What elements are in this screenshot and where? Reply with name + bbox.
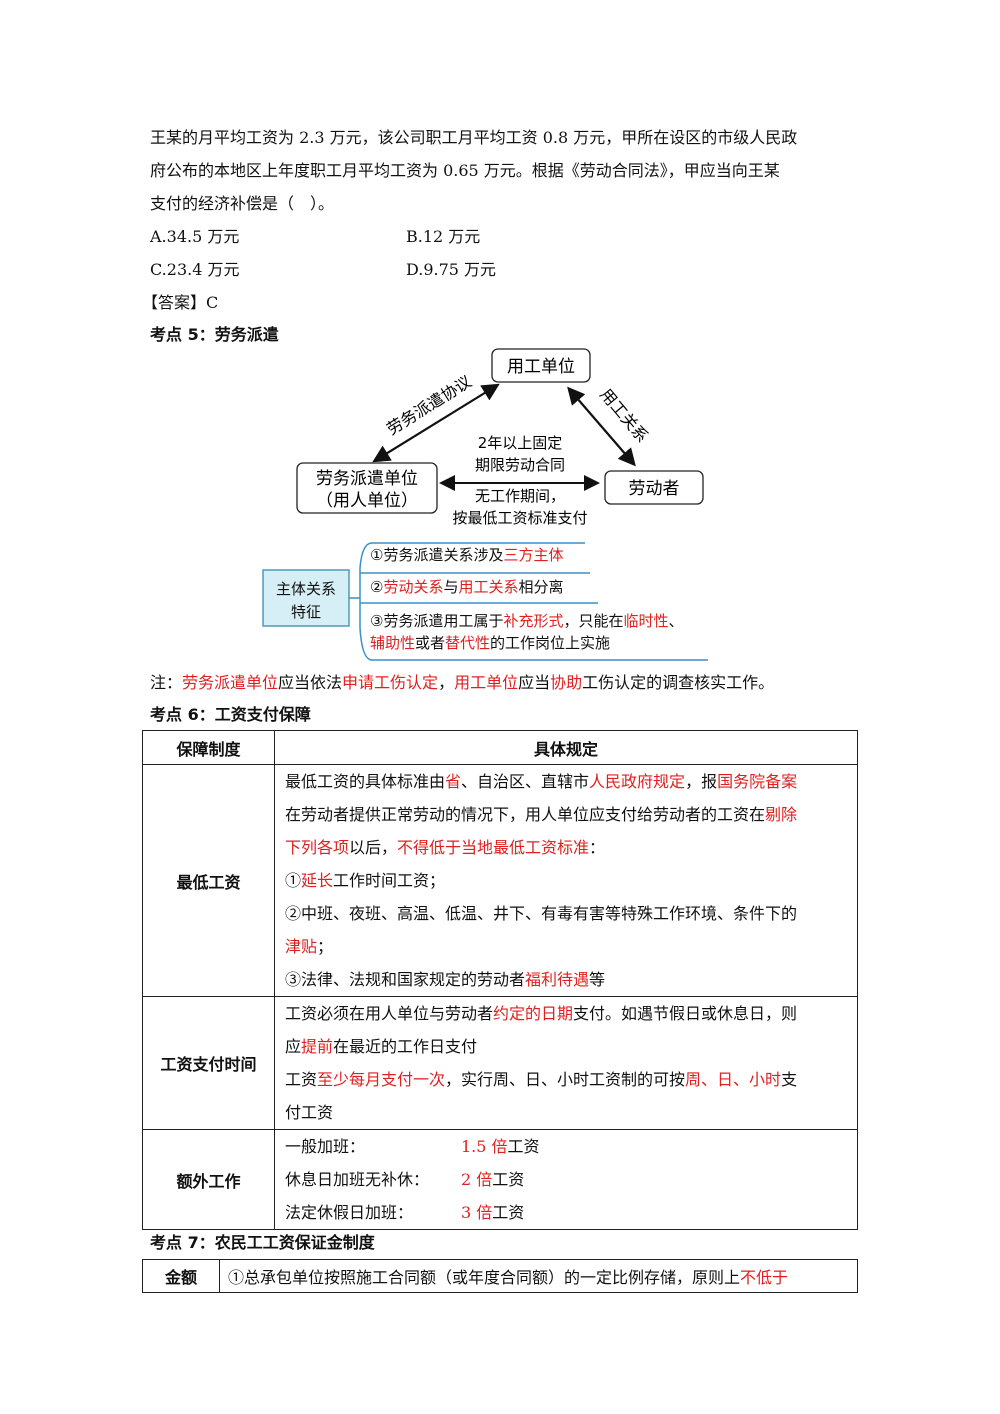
pay-time-content: 工资必须在用人单位与劳动者约定的日期支付。如遇节假日或休息日，则 应提前在最近的… (274, 996, 858, 1130)
option-b: B.12 万元 (406, 227, 481, 246)
option-c: C.23.4 万元 (150, 260, 240, 279)
worker-box (604, 470, 704, 505)
question-line-3: 支付的经济补偿是（ ）。 (150, 194, 335, 213)
employer-label: 用工单位 (507, 357, 575, 377)
left-arrow (372, 383, 500, 463)
option-a: A.34.5 万元 (150, 227, 240, 246)
question-line-2: 府公布的本地区上年度职工月平均工资为 0.65 万元。根据《劳动合同法》，甲应当… (150, 161, 780, 180)
right-arrow-label: 用工关系 (596, 385, 652, 446)
dispatcher-label-1: 劳务派遣单位 (316, 469, 418, 489)
dispatcher-box (296, 462, 438, 514)
deposit-label: 金额 (142, 1259, 220, 1293)
left-arrow-label: 劳务派遣协议 (383, 372, 474, 439)
dispatcher-label-2: （用人单位） (316, 491, 418, 511)
table-row: 额外工作 一般加班：1.5 倍工资 休息日加班无补休：2 倍工资 法定休假日加班… (142, 1129, 858, 1230)
idle-label-1: 无工作期间， (475, 487, 565, 505)
row-label-pay-time: 工资支付时间 (142, 996, 275, 1130)
table-row: 最低工资 最低工资的具体标准由省、自治区、直辖市人民政府规定，报国务院备案 在劳… (142, 764, 858, 997)
features-box-label-1: 主体关系 (276, 580, 336, 598)
row-label-overtime: 额外工作 (142, 1129, 275, 1230)
bracket-line (349, 568, 361, 628)
feature-item-2: ②劳动关系与用工关系相分离 (370, 578, 564, 596)
header-col1: 保障制度 (142, 730, 275, 765)
employer-box (491, 348, 591, 383)
answer: 【答案】C (142, 293, 219, 312)
idle-label-2: 按最低工资标准支付 (452, 509, 587, 527)
dispatch-diagram: 用工单位 劳务派遣单位 （用人单位） 劳动者 劳务派遣协议 用工关系 2年以上固… (296, 348, 704, 527)
right-arrow (567, 386, 636, 467)
table-row: 工资支付时间 工资必须在用人单位与劳动者约定的日期支付。如遇节假日或休息日，则 … (142, 996, 858, 1130)
deposit-content: ①总承包单位按照施工合同额（或年度合同额）的一定比例存储，原则上不低于 (219, 1259, 858, 1293)
question-line-1: 王某的月平均工资为 2.3 万元，该公司职工月平均工资 0.8 万元，甲所在设区… (150, 128, 798, 147)
header-col2: 具体规定 (274, 730, 858, 765)
contract-label-2: 期限劳动合同 (475, 456, 565, 474)
feature-item-1: ①劳务派遣关系涉及三方主体 (370, 546, 564, 564)
wage-table: 保障制度 具体规定 最低工资 最低工资的具体标准由省、自治区、直辖市人民政府规定… (142, 730, 858, 1230)
overtime-content: 一般加班：1.5 倍工资 休息日加班无补休：2 倍工资 法定休假日加班：3 倍工… (274, 1129, 858, 1230)
features-diagram: 主体关系 特征 (262, 542, 708, 661)
note: 注：劳务派遣单位应当依法申请工伤认定，用工单位应当协助工伤认定的调查核实工作。 (150, 673, 775, 692)
row-label-min-wage: 最低工资 (142, 764, 275, 997)
contract-label-1: 2年以上固定 (478, 434, 563, 452)
section6-heading: 考点 6：工资支付保障 (150, 705, 311, 724)
option-d: D.9.75 万元 (406, 260, 497, 279)
worker-label: 劳动者 (629, 479, 680, 499)
section5-heading: 考点 5：劳务派遣 (150, 325, 279, 344)
deposit-table: 金额 ①总承包单位按照施工合同额（或年度合同额）的一定比例存储，原则上不低于 (142, 1259, 858, 1293)
feature-item-3: ③劳务派遣用工属于补充形式，只能在临时性、 (370, 612, 684, 630)
min-wage-content: 最低工资的具体标准由省、自治区、直辖市人民政府规定，报国务院备案 在劳动者提供正… (274, 764, 858, 997)
feature-item-3-cont: 辅助性或者替代性的工作岗位上实施 (370, 634, 611, 652)
section7-heading: 考点 7：农民工工资保证金制度 (150, 1233, 375, 1252)
features-box-label-2: 特征 (291, 603, 321, 621)
